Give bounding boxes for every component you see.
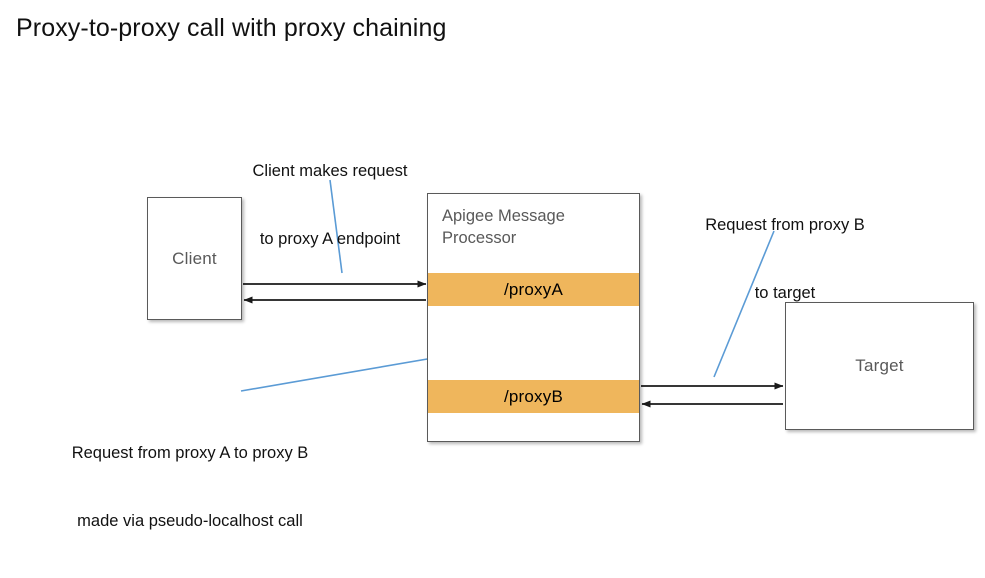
mp-title-line-1: Apigee Message [442,207,565,225]
annotation-client-request: Client makes request to proxy A endpoint [205,114,455,296]
node-target: Target [785,302,974,430]
annotation-target-request: Request from proxy B to target [660,168,910,350]
annotation-client-request-line-1: Client makes request [252,161,408,180]
annotation-target-request-line-1: Request from proxy B [705,215,865,234]
proxy-a-band: /proxyA [428,273,639,306]
annotation-client-request-line-2: to proxy A endpoint [259,229,401,248]
mp-title-line-2: Processor [442,229,517,248]
diagram-canvas: Proxy-to-proxy call with proxy chaining [16,14,974,530]
annotation-chaining-request-line-2: made via pseudo-localhost call [77,511,303,530]
annotation-target-request-line-2: to target [754,283,816,302]
proxy-b-band: /proxyB [428,380,639,413]
node-client: Client [147,197,242,320]
node-target-label: Target [855,356,904,375]
node-message-processor-title: Apigee Message Processor [442,205,631,249]
node-message-processor: Apigee Message Processor /proxyA /proxyB [427,193,640,442]
annotation-chaining-request-line-1: Request from proxy A to proxy B [71,443,309,462]
annotation-chaining-request: Request from proxy A to proxy B made via… [10,396,370,578]
page-title: Proxy-to-proxy call with proxy chaining [16,14,447,42]
node-client-label: Client [172,248,217,268]
